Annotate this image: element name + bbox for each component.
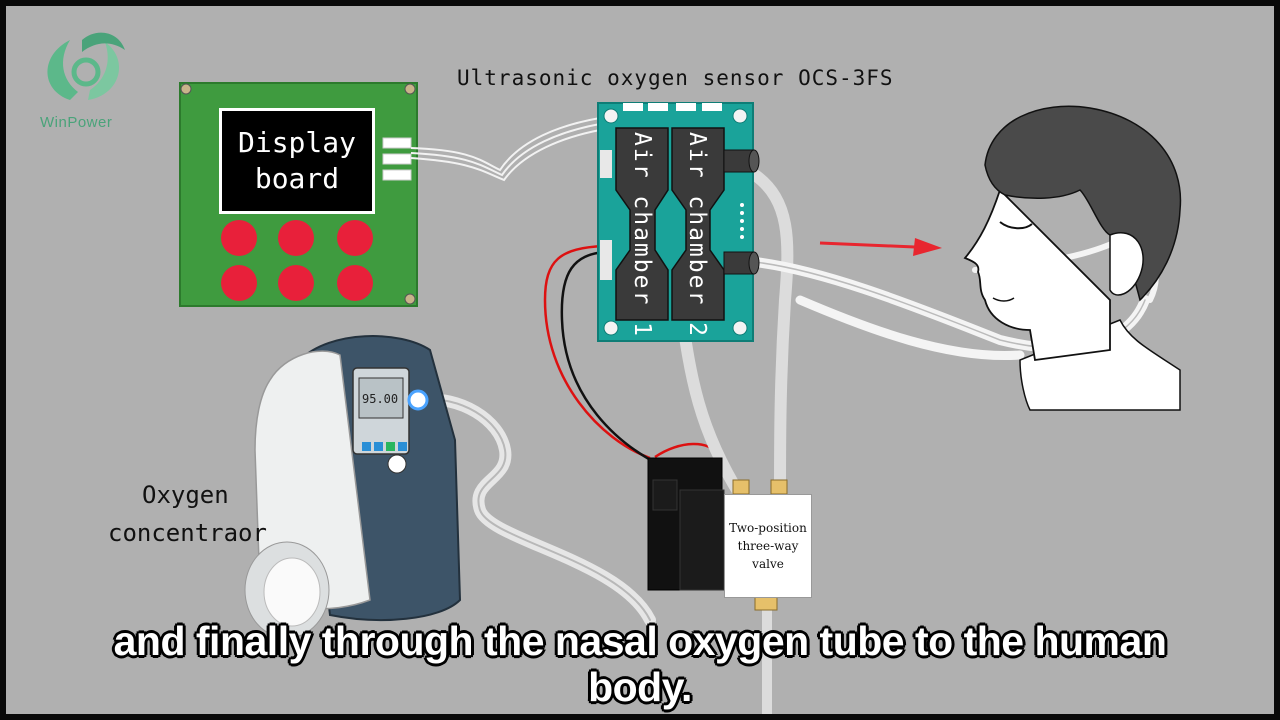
oxygen-concentrator-device: 95.00 [244,335,462,639]
display-board-label-line2: board [254,162,340,195]
sensor-title-label: Ultrasonic oxygen sensor OCS-3FS [457,66,894,90]
display-board-screen: Display board [219,108,375,214]
brand-name: WinPower [40,114,113,131]
valve-actuator [647,457,788,611]
display-board-label-line1: Display [237,125,356,159]
subtitle-line1: and finally through the nasal oxygen tub… [113,618,1167,664]
oxygen-sensor-board: Air chamber 1 Air chamber 2 [597,102,760,342]
concentrator-label-line2: concentraor [108,519,267,547]
concentrator-screen-reading: 95.00 [362,392,398,406]
subtitle-line2: body. [588,664,692,710]
ribbon-cable [410,117,601,182]
display-board-buttons [221,220,373,301]
person-illustration [963,105,1182,411]
three-way-valve: Two-position three-way valve [724,494,812,598]
red-arrow-icon [819,238,942,256]
valve-label-line1: Two-position [729,521,807,535]
valve-label-line2: three-way [737,539,799,553]
concentrator-label: Oxygen concentraor [108,476,298,552]
chamber-1-label: Air chamber 1 [629,132,655,338]
winpower-leaf-logo-icon [47,32,125,100]
concentrator-label-line1: Oxygen [142,481,229,509]
valve-label-line3: valve [752,557,784,571]
chamber-2-label: Air chamber 2 [684,132,710,338]
video-subtitle: and finally through the nasal oxygen tub… [0,618,1280,710]
